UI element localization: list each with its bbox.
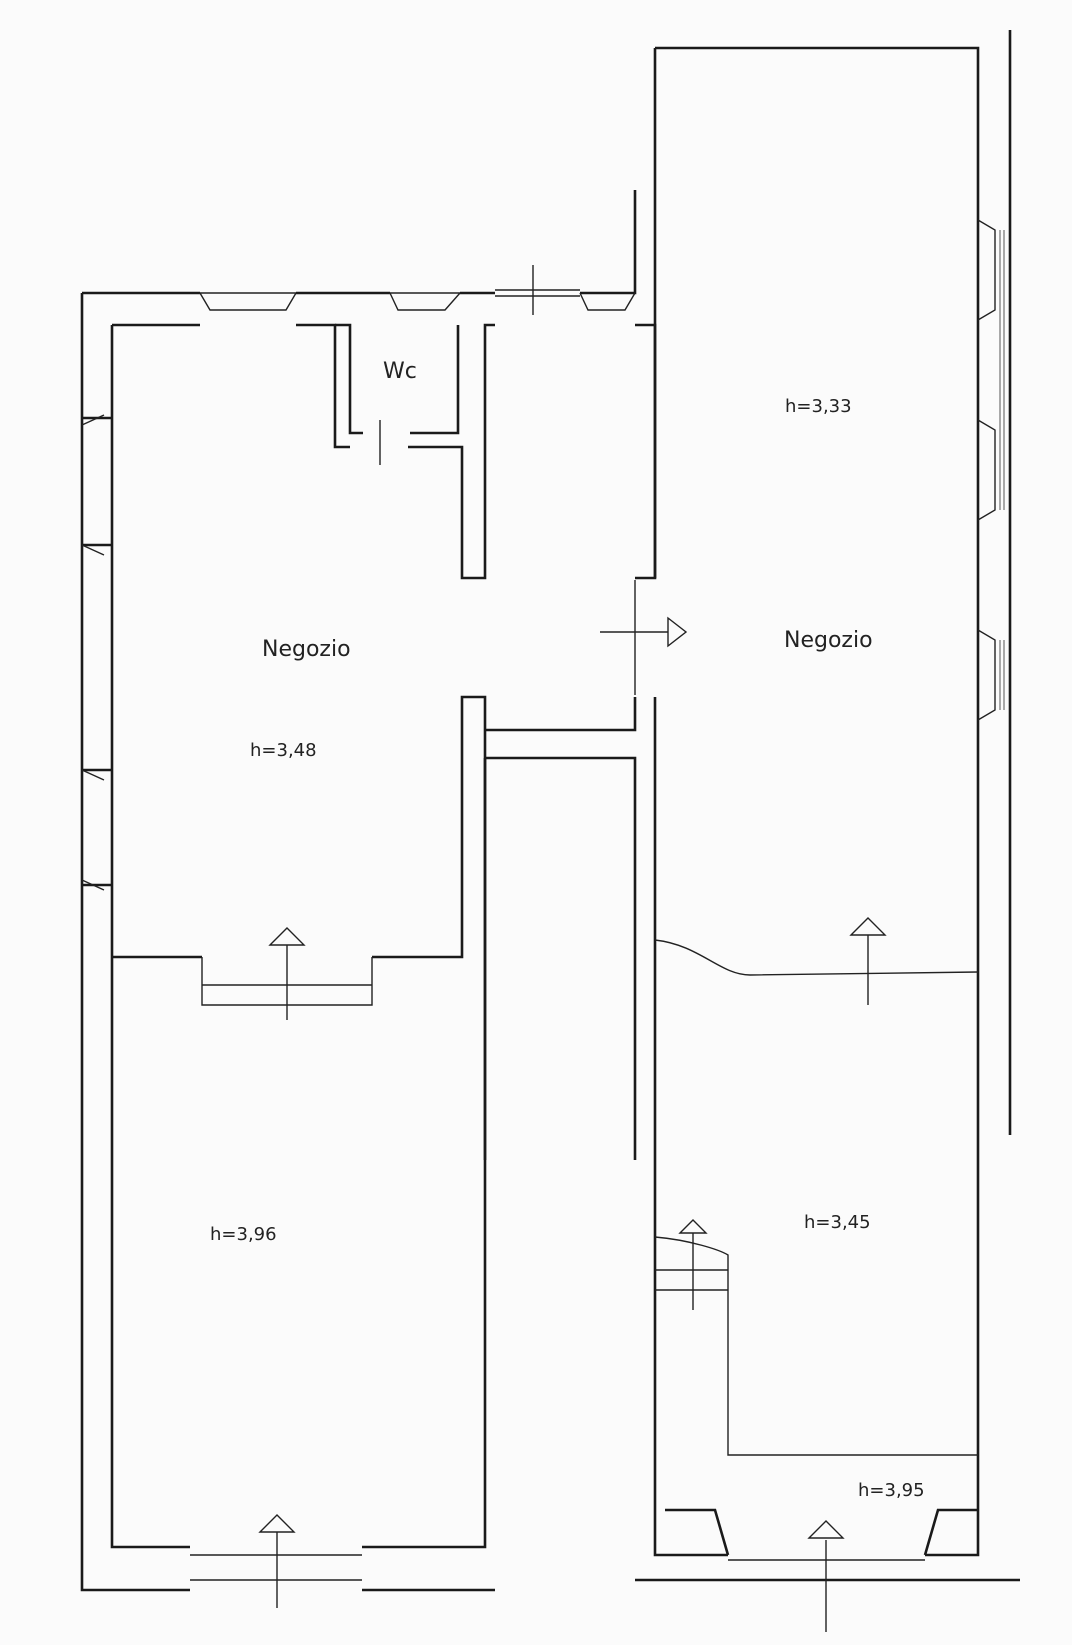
arrow-head-passage — [667, 616, 688, 648]
right-outer-wall — [653, 46, 980, 1557]
corridor-walls — [483, 323, 657, 1160]
room-label-negozio-left: Negozio — [262, 637, 351, 662]
left-inner-wall — [110, 323, 495, 1549]
height-label-left-rear: h=3,96 — [210, 1224, 277, 1245]
left-outer-wall — [80, 190, 637, 1592]
wc-walls — [335, 323, 460, 435]
height-label-right-mid: h=3,45 — [804, 1212, 871, 1233]
arrow-head-right-stair — [678, 1219, 708, 1234]
entry-arrows — [258, 616, 887, 1632]
room-label-negozio-right: Negozio — [784, 628, 873, 653]
right-inner-wall — [665, 1508, 978, 1556]
height-label-right-rear: h=3,95 — [858, 1480, 925, 1501]
right-unit-walls — [635, 30, 1020, 1582]
arrow-head-left-front — [268, 927, 306, 946]
left-unit-walls — [80, 190, 637, 1592]
arrow-head-right-rear — [807, 1520, 845, 1539]
arrow-head-right-mid — [849, 917, 887, 936]
left-side-openings — [82, 416, 112, 887]
arrow-head-left-rear — [258, 1514, 296, 1533]
height-label-right-front: h=3,33 — [785, 396, 852, 417]
door-marks — [379, 265, 636, 695]
room-label-wc: Wc — [383, 359, 417, 384]
height-label-left-front: h=3,48 — [250, 740, 317, 761]
